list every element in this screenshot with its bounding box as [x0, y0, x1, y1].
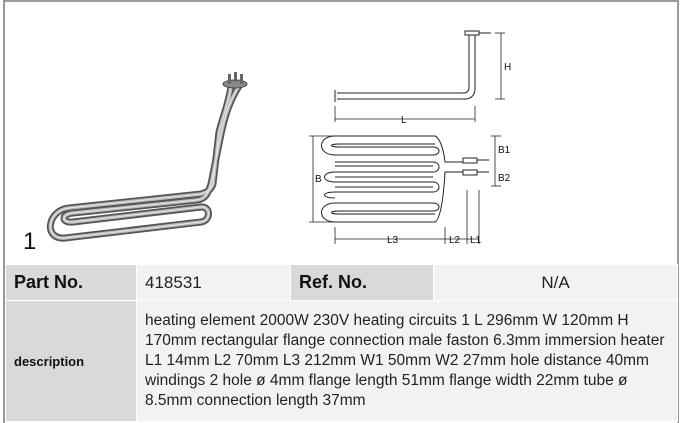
- dim-label-l2: L2: [449, 235, 461, 246]
- part-no-label: Part No.: [5, 264, 137, 301]
- table-row: Part No. 418531 Ref. No. N/A: [5, 264, 678, 301]
- technical-drawing: H L B B1 B2 L3 L2 L1: [309, 30, 511, 246]
- heating-element-photo: [46, 72, 248, 242]
- dim-label-b2: B2: [498, 173, 511, 184]
- ref-no-value: N/A: [433, 264, 678, 301]
- description-value: heating element 2000W 230V heating circu…: [136, 300, 678, 422]
- dim-label-l1: L1: [470, 235, 482, 246]
- product-figure: H L B B1 B2 L3 L2 L1 1: [5, 2, 677, 264]
- ref-no-label: Ref. No.: [290, 264, 434, 301]
- figure-number: 1: [23, 228, 37, 255]
- table-row: description heating element 2000W 230V h…: [5, 300, 678, 422]
- dim-label-l3: L3: [387, 235, 399, 246]
- dim-label-h: H: [504, 62, 511, 73]
- product-sheet: H L B B1 B2 L3 L2 L1 1 Part No. 418531 R…: [3, 0, 679, 423]
- spec-table: Part No. 418531 Ref. No. N/A description…: [5, 264, 678, 422]
- dim-label-l: L: [401, 115, 407, 126]
- part-no-value: 418531: [136, 264, 291, 301]
- dim-label-b: B: [315, 174, 322, 185]
- dim-label-b1: B1: [498, 145, 511, 156]
- description-label: description: [5, 300, 137, 422]
